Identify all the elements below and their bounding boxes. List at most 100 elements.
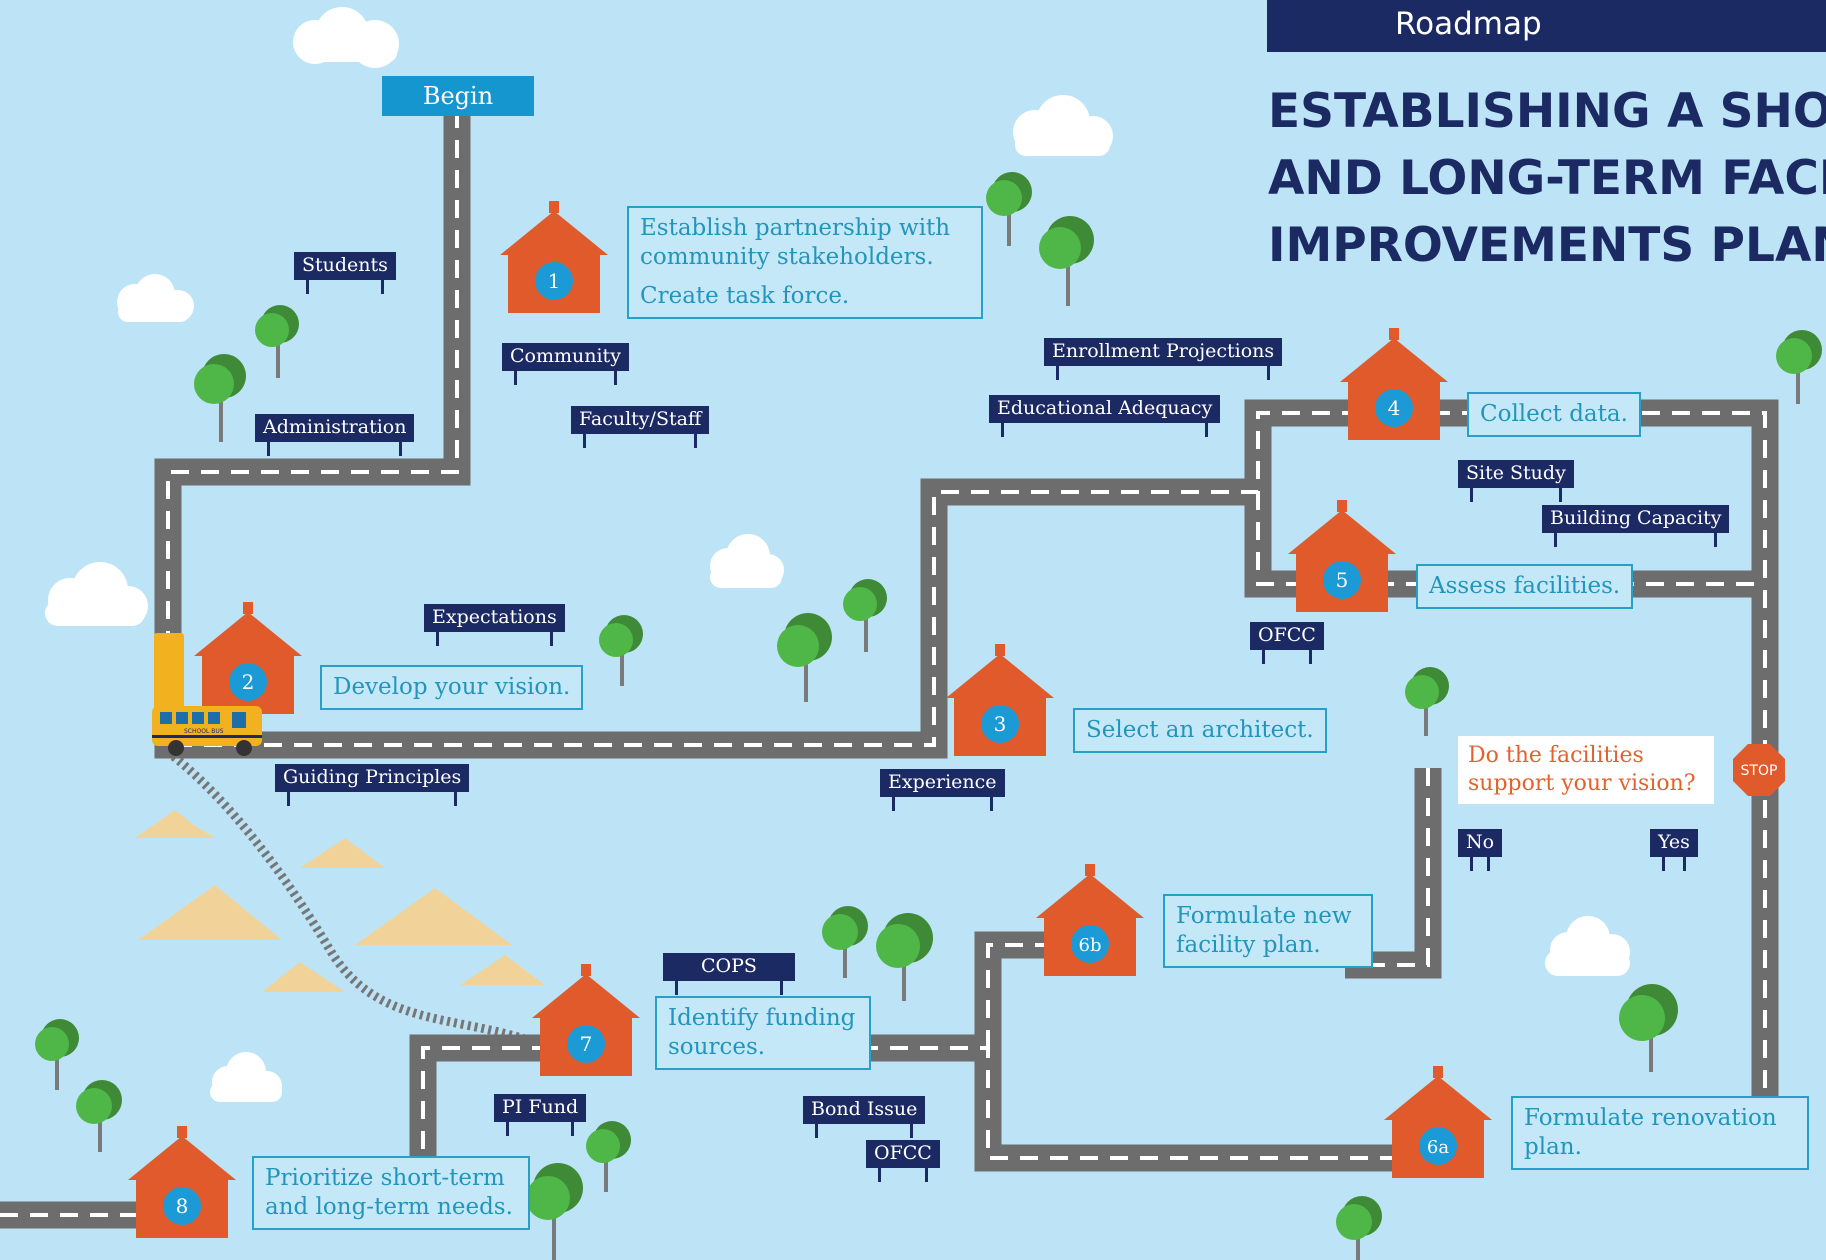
sign-bond-issue: Bond Issue (803, 1096, 926, 1138)
sign-label: No (1458, 829, 1503, 857)
roadmap-banner: Roadmap (1267, 0, 1826, 52)
svg-text:6a: 6a (1427, 1137, 1449, 1158)
svg-text:STOP: STOP (1741, 763, 1778, 779)
step-4-box: Collect data. (1467, 392, 1641, 437)
title-line: IMPROVEMENTS PLAN (1268, 218, 1826, 273)
sign-label: Bond Issue (803, 1096, 926, 1124)
sign-guiding-principles: Guiding Principles (275, 764, 470, 806)
svg-text:7: 7 (580, 1032, 593, 1056)
step-1-text: Establish partnership with community sta… (640, 215, 951, 270)
step-5-text: Assess facilities. (1429, 573, 1621, 599)
banner-label: Roadmap (1395, 6, 1542, 42)
svg-text:4: 4 (1388, 396, 1401, 420)
tree (1336, 1196, 1382, 1260)
sign-label: Expectations (424, 604, 565, 632)
mountains (135, 810, 545, 992)
step-8-text: Prioritize short-term and long-term need… (265, 1165, 513, 1220)
sign-label: OFCC (866, 1140, 940, 1168)
school-4: 4 (1340, 328, 1448, 440)
tree (35, 1019, 79, 1090)
step-2-box: Develop your vision. (320, 665, 584, 710)
sign-expectations: Expectations (424, 604, 565, 646)
step-1-box: Establish partnership with community sta… (627, 206, 983, 319)
tree (255, 305, 299, 378)
step-6a-text: Formulate renovation plan. (1524, 1105, 1777, 1160)
svg-text:2: 2 (242, 670, 255, 694)
tree (1619, 984, 1678, 1072)
step-4-text: Collect data. (1480, 401, 1628, 427)
sign-label: Site Study (1458, 460, 1574, 488)
cloud (1013, 95, 1113, 156)
sign-cops: COPS (663, 953, 795, 995)
svg-text:SCHOOL BUS: SCHOOL BUS (184, 728, 224, 735)
sign-ofcc-bottom: OFCC (866, 1140, 940, 1182)
tree (1776, 330, 1822, 404)
school-houses: 1 2 3 4 5 6a 6b 7 8 (128, 201, 1492, 1238)
cloud (210, 1052, 282, 1102)
school-2: 2 (194, 602, 302, 714)
cloud (293, 7, 399, 68)
page-title: ESTABLISHING A SHORT- AND LONG-TERM FACI… (1268, 78, 1826, 279)
school-bus: SCHOOL BUS (152, 633, 262, 756)
tree (1405, 667, 1449, 736)
step-8-box: Prioritize short-term and long-term need… (252, 1156, 530, 1230)
svg-text:8: 8 (176, 1194, 189, 1218)
school-3: 3 (946, 644, 1054, 756)
sign-label: PI Fund (494, 1094, 587, 1122)
sign-label: Enrollment Projections (1044, 338, 1283, 366)
title-line: AND LONG-TERM FACILITY (1268, 151, 1826, 206)
railroad-track (165, 748, 530, 1045)
step-6a-box: Formulate renovation plan. (1511, 1096, 1809, 1170)
school-1: 1 (500, 201, 608, 313)
sign-label: Experience (880, 769, 1005, 797)
sign-label: Building Capacity (1542, 505, 1730, 533)
cloud (1545, 916, 1630, 976)
school-5: 5 (1288, 500, 1396, 612)
step-2-text: Develop your vision. (333, 674, 571, 700)
svg-text:5: 5 (1336, 568, 1349, 592)
sign-label: Community (502, 343, 629, 371)
tree (526, 1163, 583, 1260)
step-6b-text: Formulate new facility plan. (1176, 903, 1352, 958)
sign-enrollment-projections: Enrollment Projections (1044, 338, 1283, 380)
sign-students: Students (294, 252, 396, 294)
step-7-box: Identify funding sources. (655, 996, 871, 1070)
tree (843, 579, 887, 652)
sign-experience: Experience (880, 769, 1005, 811)
trees (35, 172, 1822, 1260)
cloud (45, 562, 148, 626)
school-6b: 6b (1036, 864, 1144, 976)
step-3-text: Select an architect. (1086, 717, 1314, 743)
tree (1039, 216, 1094, 306)
step-1-subtext: Create task force. (640, 283, 850, 309)
tree (777, 613, 832, 702)
sign-pi-fund: PI Fund (494, 1094, 587, 1136)
sign-label: Yes (1650, 829, 1698, 857)
title-line: ESTABLISHING A SHORT- (1268, 84, 1826, 139)
tree (76, 1080, 122, 1152)
sign-label: Faculty/Staff (571, 406, 710, 434)
stop-sign: STOP (1733, 744, 1785, 796)
tree (822, 906, 868, 978)
cloud (117, 274, 194, 322)
tree (194, 354, 246, 442)
sign-faculty-staff: Faculty/Staff (571, 406, 710, 448)
sign-label: Guiding Principles (275, 764, 470, 792)
sign-site-study: Site Study (1458, 460, 1574, 502)
sign-label: Educational Adequacy (989, 395, 1221, 423)
sign-educational-adequacy: Educational Adequacy (989, 395, 1221, 437)
sign-building-capacity: Building Capacity (1542, 505, 1730, 547)
school-7: 7 (532, 964, 640, 1076)
svg-text:3: 3 (994, 712, 1007, 736)
step-6b-box: Formulate new facility plan. (1163, 894, 1373, 968)
sign-community: Community (502, 343, 629, 385)
sign-label: Students (294, 252, 396, 280)
begin-sign: Begin (382, 76, 534, 116)
school-6a: 6a (1384, 1066, 1492, 1178)
school-8: 8 (128, 1126, 236, 1238)
decision-question: Do the facilities support your vision? (1458, 736, 1714, 804)
tree (586, 1121, 631, 1192)
step-3-box: Select an architect. (1073, 708, 1327, 753)
